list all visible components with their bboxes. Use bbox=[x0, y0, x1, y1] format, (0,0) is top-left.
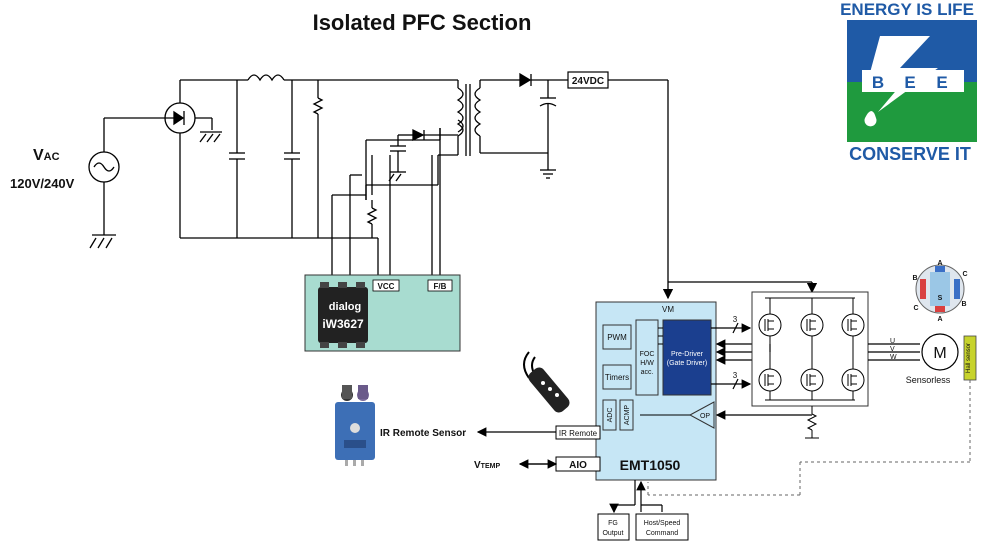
pfc-schematic bbox=[164, 72, 568, 278]
chip-part: iW3627 bbox=[322, 317, 364, 331]
host-speed-box bbox=[635, 513, 689, 541]
pin-vcc-label: VCC bbox=[378, 282, 395, 291]
motor-letter-c-left: C bbox=[913, 305, 918, 312]
vac-symbol: VAC bbox=[33, 147, 60, 164]
motor-letter-b-right: B bbox=[961, 301, 966, 308]
acmp-block: ACMP bbox=[624, 405, 631, 426]
mcu-name: EMT1050 bbox=[620, 457, 681, 473]
motor-letter-a-bottom: A bbox=[937, 316, 942, 323]
logo-letter-e1: E bbox=[904, 73, 915, 92]
chip-brand: dialog bbox=[329, 301, 361, 313]
pfc-chip: VCC F/B dialog iW3627 bbox=[304, 274, 461, 352]
motor-symbol bbox=[921, 333, 959, 371]
mcu-emt1050: VM PWM Timers FOC H/W acc. Pre-Driver (G… bbox=[555, 301, 717, 481]
motor-letter-b-left: B bbox=[912, 275, 917, 282]
vac-rating: 120V/240V bbox=[10, 176, 75, 191]
fg-output-line2: Output bbox=[602, 530, 623, 537]
bus-count-bottom: 3 bbox=[733, 371, 738, 380]
diagram-title: Isolated PFC Section bbox=[313, 10, 532, 35]
bus-count-top: 3 bbox=[733, 315, 738, 324]
motor-m-label: M bbox=[933, 345, 946, 362]
host-speed-line2: Command bbox=[646, 530, 678, 537]
logo-letter-b: B bbox=[872, 73, 884, 92]
logo-letter-e2: E bbox=[936, 73, 947, 92]
motor-letter-a-top: A bbox=[937, 260, 942, 267]
logo-bottom-text: CONSERVE IT bbox=[849, 144, 971, 164]
host-speed-line1: Host/Speed bbox=[644, 520, 681, 527]
vtemp-label: VTEMP bbox=[474, 460, 500, 471]
ir-remote-icon bbox=[523, 351, 570, 413]
bee-logo: ENERGY IS LIFE B E E CONSERVE IT bbox=[840, 0, 977, 164]
ir-sensor-module bbox=[335, 385, 375, 466]
foc-block-line2: H/W bbox=[640, 360, 654, 367]
phase-u-label: U bbox=[890, 338, 895, 345]
predriver-line2: (Gate Driver) bbox=[667, 360, 707, 367]
op-block: OP bbox=[700, 413, 710, 420]
pwm-block: PWM bbox=[607, 333, 627, 342]
timers-block: Timers bbox=[605, 373, 629, 382]
aio-port: AIO bbox=[569, 460, 587, 471]
hall-sensor-label: Hall sensor bbox=[966, 343, 972, 373]
fg-output-box bbox=[597, 513, 630, 541]
ir-remote-sensor-label: IR Remote Sensor bbox=[380, 428, 466, 439]
fg-output-line1: FG bbox=[608, 520, 618, 527]
logo-top-text: ENERGY IS LIFE bbox=[840, 0, 974, 19]
adc-block: ADC bbox=[607, 408, 614, 423]
phase-w-label: W bbox=[890, 354, 897, 361]
output-24vdc-label: 24VDC bbox=[572, 76, 604, 87]
motor-letter-c-right: C bbox=[962, 271, 967, 278]
phase-v-label: V bbox=[890, 346, 895, 353]
sensorless-label: Sensorless bbox=[906, 375, 951, 385]
motor-letter-s: S bbox=[938, 295, 943, 302]
motor-winding-diagram: A B C S B C A bbox=[912, 260, 967, 323]
foc-block-line1: FOC bbox=[640, 351, 655, 358]
inverter-bridge bbox=[751, 291, 869, 439]
ac-source bbox=[88, 117, 180, 249]
predriver-line1: Pre-Driver bbox=[671, 351, 704, 358]
pin-fb-label: F/B bbox=[434, 282, 447, 291]
ir-remote-port: IR Remote bbox=[559, 429, 598, 438]
mcu-pin-vm: VM bbox=[662, 305, 674, 314]
foc-block-line3: acc. bbox=[641, 369, 654, 376]
